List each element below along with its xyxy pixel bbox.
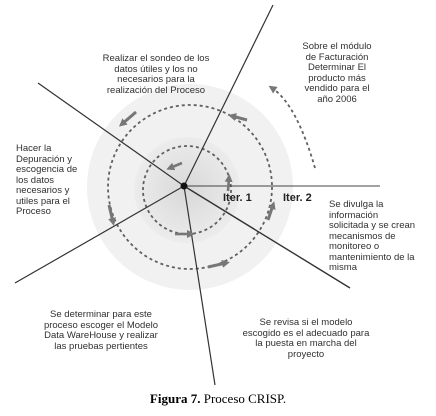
arrow-inner-right [224,174,233,192]
crisp-diagram-svg [14,4,380,386]
axis-line-lower-right [183,185,351,289]
center-point [180,182,188,190]
caption-text: Proceso CRISP. [200,391,287,406]
outer-dashed-loop [107,104,273,270]
arrow-outer-upper-left [118,110,137,127]
axis-line-lower-left [14,185,185,284]
spiral-arrow [268,85,316,169]
inner-iteration-area [134,137,240,243]
axis-line-bottom [183,185,216,386]
iteration-1-label: Iter. 1 [223,192,252,204]
caption-prefix: Figura 7. [149,391,201,406]
axis-line-upper-left [37,82,185,187]
arrow-inner-top [166,161,183,171]
figure-caption: Figura 7. Proceso CRISP. [0,391,436,407]
arrow-outer-left [107,204,116,226]
axis-line-upper-right [183,4,274,187]
iteration-2-label: Iter. 2 [283,192,312,204]
arrow-outer-bottom [207,259,230,269]
arrow-outer-right [266,201,276,221]
inner-dashed-loop [142,145,232,235]
arrow-outer-top [228,113,248,122]
